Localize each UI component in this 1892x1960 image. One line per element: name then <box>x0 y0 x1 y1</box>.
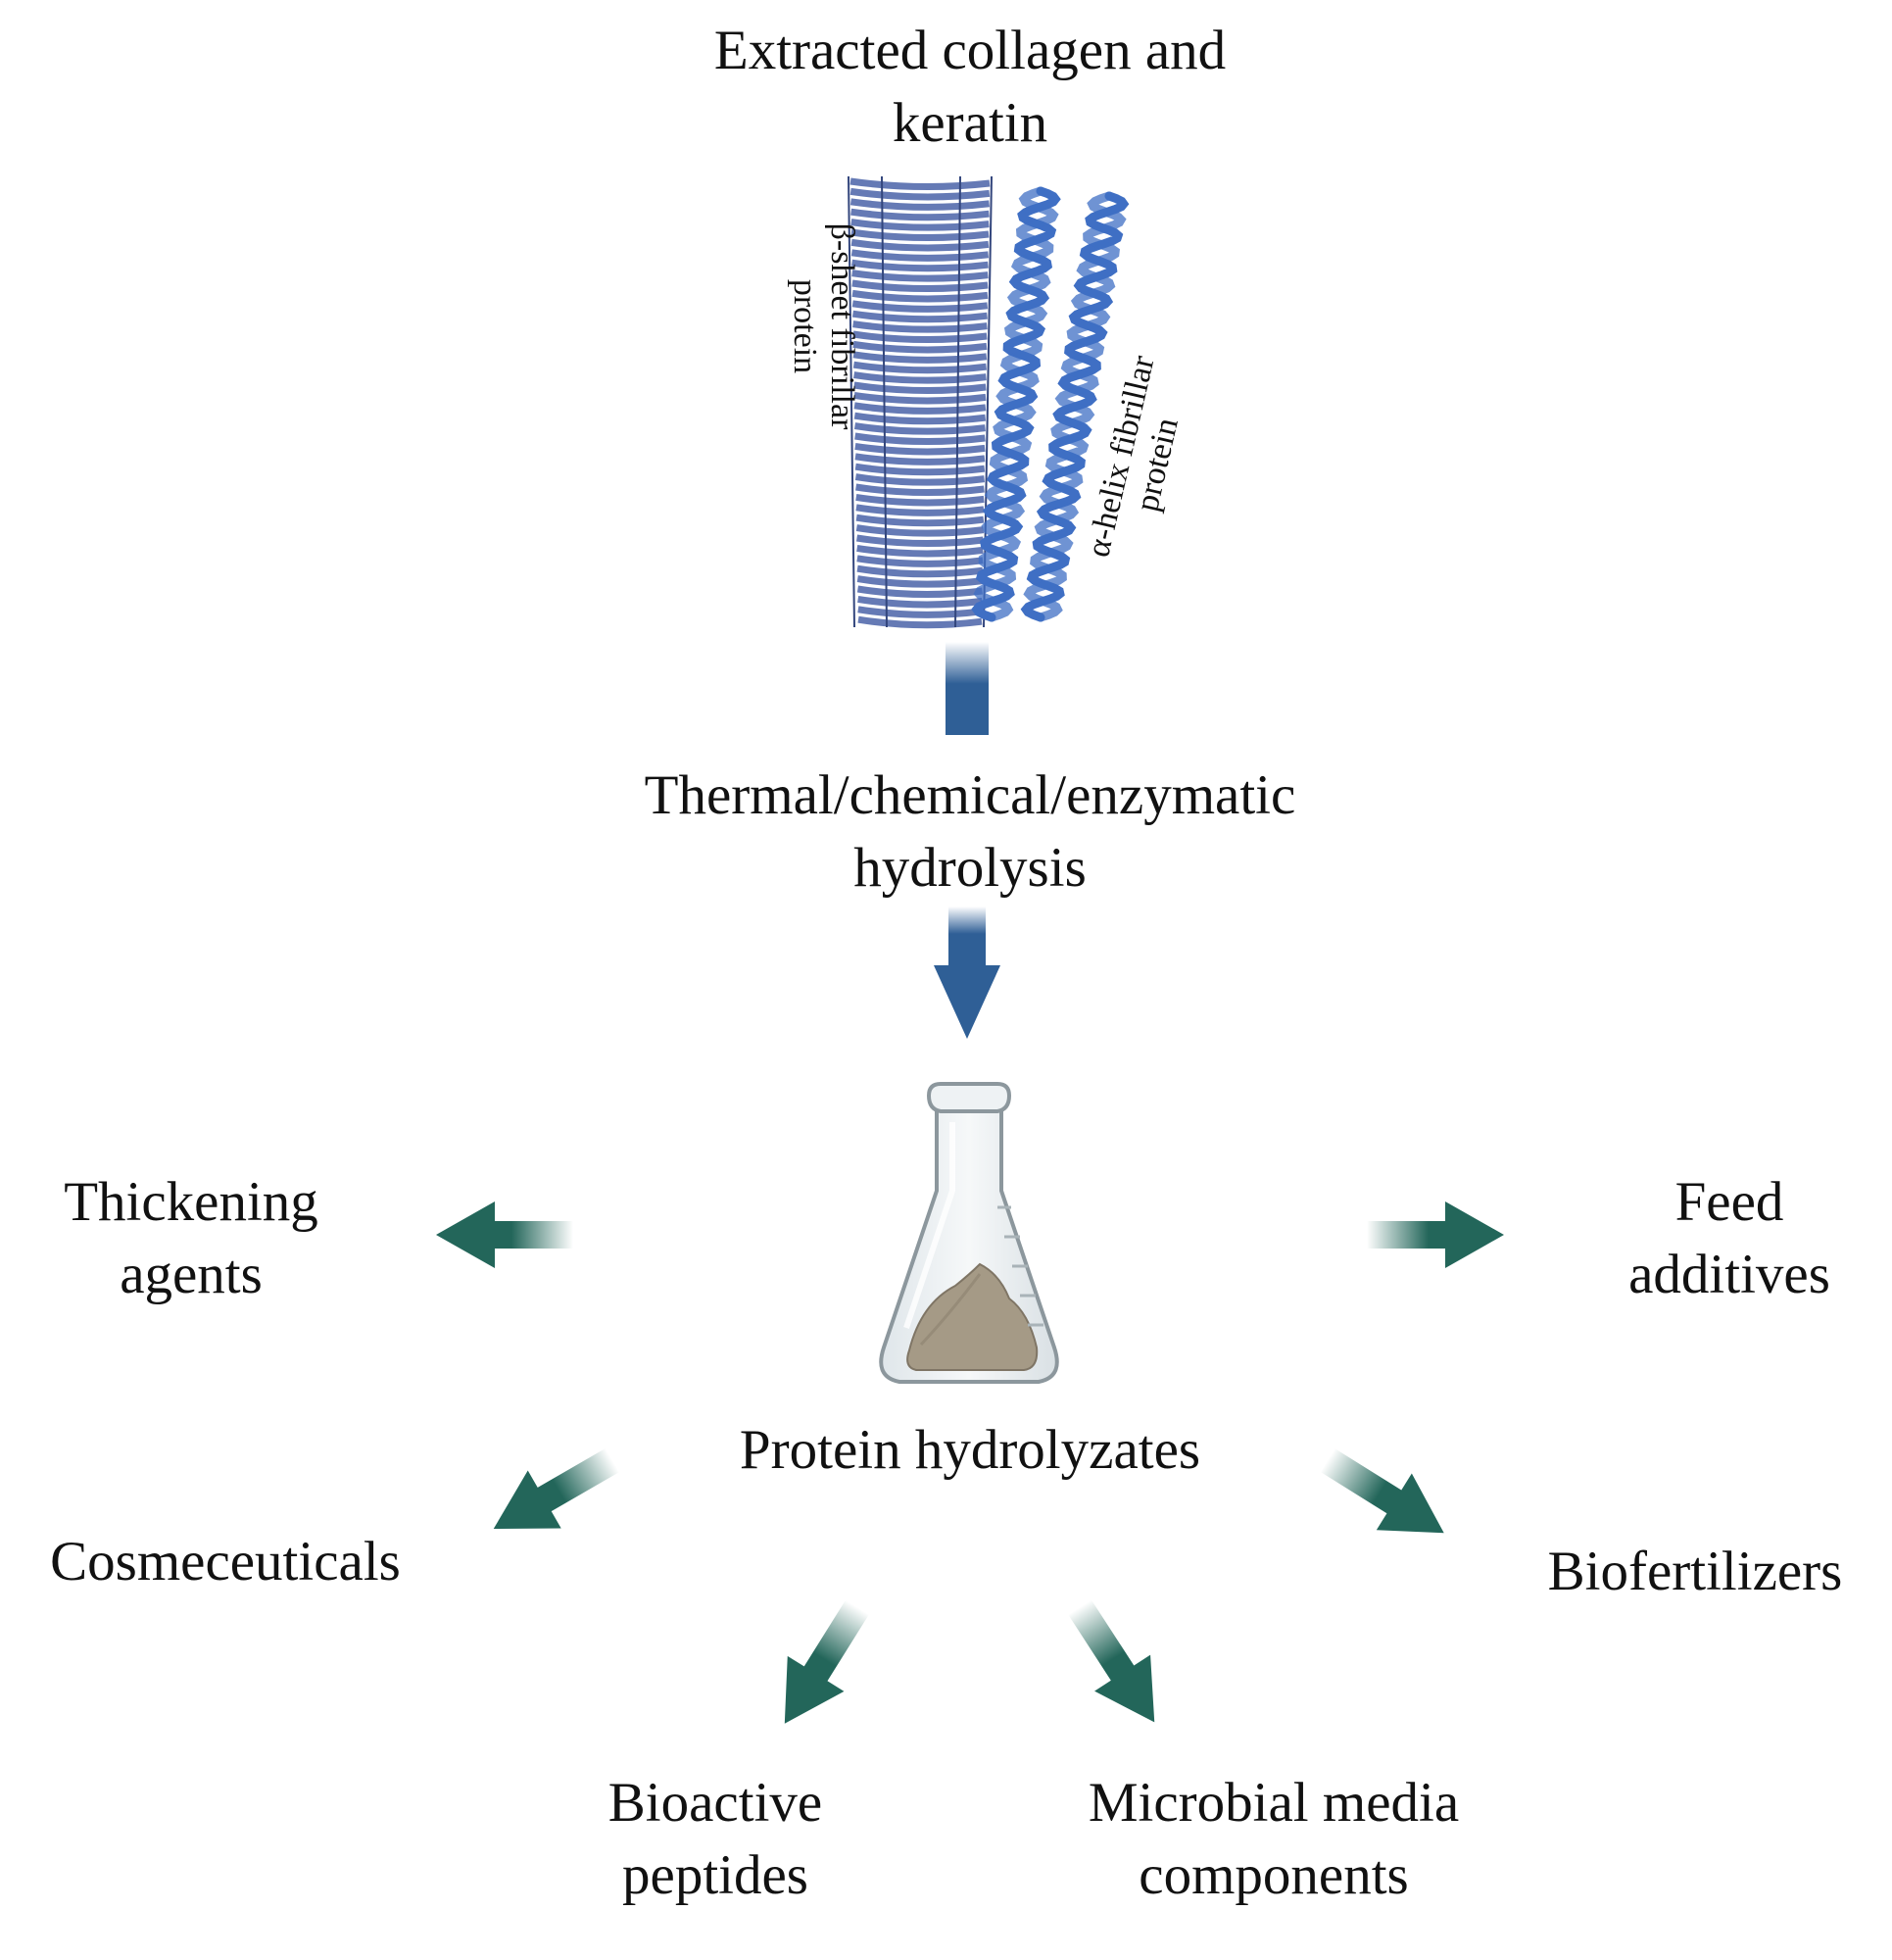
arrow-to-bioactive-peptides <box>755 1589 886 1741</box>
flask-with-powder-icon <box>879 1082 1059 1384</box>
cosmeceuticals-label: Cosmeceuticals <box>50 1531 401 1592</box>
product-label: Protein hydrolyzates <box>739 1419 1201 1481</box>
beta-sheet-label: β-sheet fibrillar protein <box>787 222 860 430</box>
arrow-to-biofertilizers <box>1309 1432 1462 1562</box>
biofertilizers-label: Biofertilizers <box>1547 1541 1843 1602</box>
arrow-to-thickening-agents <box>436 1201 573 1268</box>
arrow-to-feed-additives <box>1367 1201 1504 1268</box>
process-arrow <box>934 906 1000 1039</box>
beta-sheet-protein-icon <box>848 175 993 629</box>
alpha-helix-protein-icon <box>971 186 1130 622</box>
arrow-to-microbial-media <box>1051 1589 1183 1740</box>
arrow-to-cosmeceuticals <box>476 1431 629 1558</box>
process-arrow-stem <box>946 642 989 735</box>
